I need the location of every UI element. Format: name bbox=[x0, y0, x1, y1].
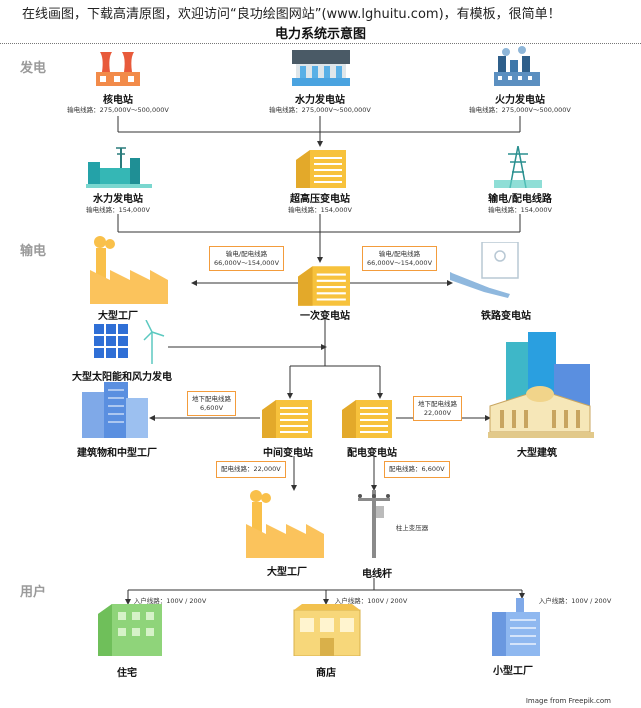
large-factory2-label: 大型工厂 bbox=[267, 567, 307, 578]
dist-substation-icon bbox=[342, 400, 392, 438]
trans-dist-sub: 输电线路：154,000V bbox=[488, 206, 552, 214]
dist-box-6600: 配电线路：6,600V bbox=[384, 461, 450, 478]
mid-substation-icon bbox=[262, 400, 312, 438]
shop-icon bbox=[293, 604, 361, 656]
hydro-top-label: 水力发电站 bbox=[295, 95, 345, 106]
large-factory-label: 大型工厂 bbox=[98, 311, 138, 322]
primary-sub-label: 一次变电站 bbox=[300, 311, 350, 322]
ultra-hv-substation-icon bbox=[296, 150, 346, 188]
small-factory-label: 小型工厂 bbox=[493, 666, 533, 677]
header-note: 在线画图，下载高清原图，欢迎访问“良功绘图网站”(www.lghuitu.com… bbox=[22, 7, 561, 22]
pole-label: 电线杆 bbox=[362, 569, 392, 580]
section-transmission: 输电 bbox=[20, 244, 47, 259]
large-factory-2-icon bbox=[246, 490, 324, 558]
shop-label: 商店 bbox=[316, 668, 336, 679]
primary-substation-icon bbox=[298, 266, 350, 306]
service-house: 入户线路：100V / 200V bbox=[133, 597, 207, 605]
thermal-sub: 输电线路：275,000V～500,000V bbox=[469, 106, 571, 114]
ultra-hv-label: 超高压变电站 bbox=[290, 194, 350, 205]
solar-wind-label: 大型太阳能和风力发电 bbox=[72, 372, 172, 383]
hydro-mid-label: 水力发电站 bbox=[93, 194, 143, 205]
trans-dist-label: 输电/配电线路 bbox=[488, 194, 552, 205]
thermal-plant-icon bbox=[494, 46, 540, 86]
buildings-mid-label: 建筑物和中型工厂 bbox=[77, 448, 157, 459]
hydro-dam-icon bbox=[292, 50, 350, 86]
section-users: 用户 bbox=[20, 585, 47, 600]
diagram-title: 电力系统示意图 bbox=[274, 27, 366, 42]
large-building-label: 大型建筑 bbox=[517, 448, 557, 459]
buildings-mid-icon bbox=[82, 382, 148, 438]
solar-wind-icon bbox=[94, 320, 165, 364]
dist-sub-label: 配电变电站 bbox=[347, 448, 397, 459]
image-credit: Image from Freepik.com bbox=[525, 697, 611, 705]
pole-transformer-label: 柱上变压器 bbox=[395, 524, 429, 532]
transmission-tower-icon bbox=[494, 146, 542, 188]
section-generation: 发电 bbox=[20, 61, 47, 76]
railway-sub-label: 铁路变电站 bbox=[481, 311, 531, 322]
nuclear-label: 核电站 bbox=[103, 95, 133, 106]
divider bbox=[0, 43, 641, 44]
nuclear-plant-icon bbox=[96, 52, 140, 86]
house-label: 住宅 bbox=[117, 668, 137, 679]
house-icon bbox=[98, 604, 162, 656]
service-small-factory: 入户线路：100V / 200V bbox=[538, 597, 612, 605]
utility-pole-icon bbox=[358, 490, 390, 558]
hydro-mid-sub: 输电线路：154,000V bbox=[86, 206, 150, 214]
mid-sub-label: 中间变电站 bbox=[263, 448, 313, 459]
small-factory-icon bbox=[492, 598, 540, 656]
large-factory-icon bbox=[90, 236, 168, 304]
hydro-top-sub: 输电线路：275,000V～500,000V bbox=[269, 106, 371, 114]
nuclear-sub: 输电线路：275,000V～500,000V bbox=[67, 106, 169, 114]
large-building-icon bbox=[488, 332, 594, 438]
ultra-hv-sub: 输电线路：154,000V bbox=[288, 206, 352, 214]
service-shop: 入户线路：100V / 200V bbox=[334, 597, 408, 605]
dist-box-22000: 配电线路：22,000V bbox=[216, 461, 286, 478]
hydro-station-icon bbox=[86, 147, 152, 188]
thermal-label: 火力发电站 bbox=[495, 95, 545, 106]
railway-substation-icon bbox=[450, 242, 519, 298]
